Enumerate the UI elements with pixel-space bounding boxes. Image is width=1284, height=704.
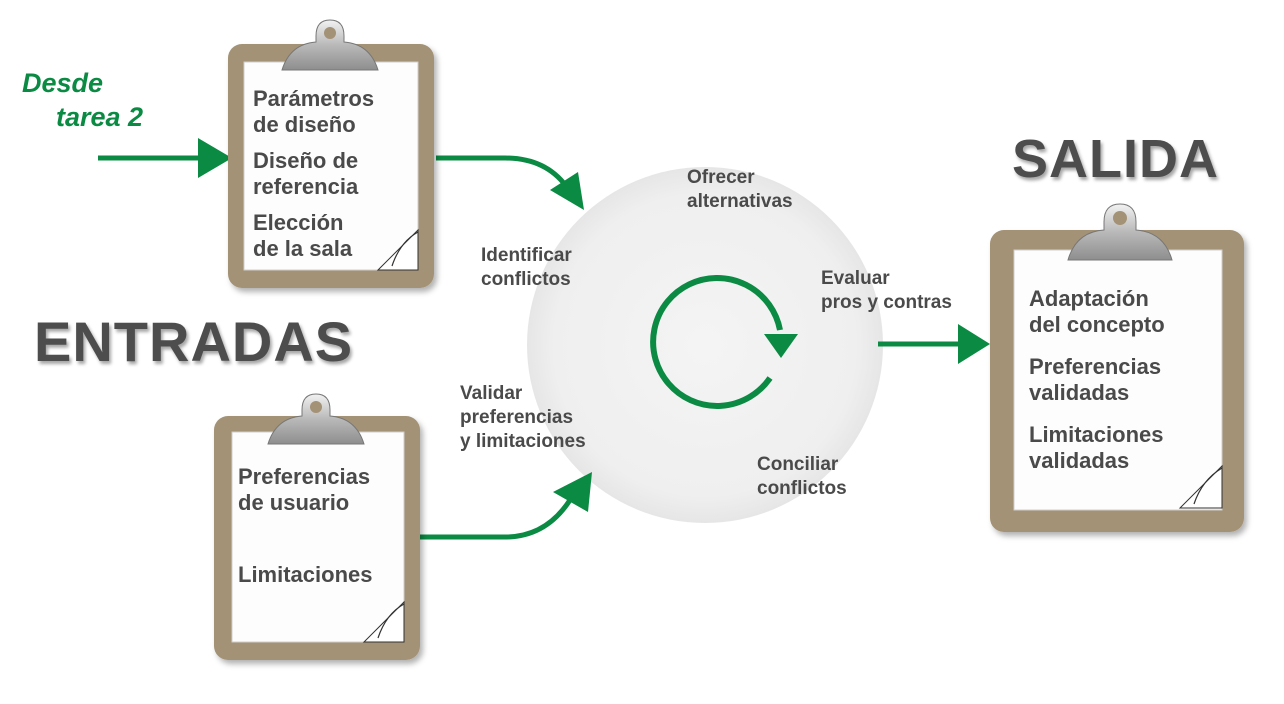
list-item: Preferencias validadas	[1029, 354, 1165, 406]
item-line: validadas	[1029, 380, 1130, 405]
top-input-arrow-icon	[436, 155, 584, 210]
from-task-arrow-icon	[98, 138, 232, 178]
step-validate-preferences: Validar preferencias y limitaciones	[460, 382, 586, 454]
output-arrow-icon	[878, 324, 990, 364]
item-line: Adaptación	[1029, 286, 1149, 311]
output-title: SALIDA	[1012, 129, 1219, 189]
item-line: Preferencias	[1029, 354, 1162, 379]
clip-icon	[1067, 203, 1173, 261]
item-line: Limitaciones	[238, 562, 373, 587]
step-line: Identificar	[481, 245, 572, 266]
process-circle	[527, 167, 883, 523]
step-line: Conciliar	[757, 454, 839, 475]
clip-icon	[281, 19, 379, 71]
from-task-label: Desde tarea 2	[22, 66, 143, 134]
item-line: de usuario	[238, 490, 350, 515]
clipboard-bottom	[214, 416, 420, 660]
step-line: preferencias	[460, 407, 574, 428]
clip-icon	[267, 393, 365, 445]
step-line: y limitaciones	[460, 431, 586, 452]
item-line: referencia	[253, 174, 359, 199]
step-line: pros y contras	[821, 292, 952, 313]
item-line: validadas	[1029, 448, 1130, 473]
clipboard-bottom-text: Preferencias de usuario Limitaciones	[238, 464, 372, 588]
clipboard-top-text: Parámetros de diseño Diseño de referenci…	[253, 86, 374, 262]
item-line: Parámetros	[253, 86, 375, 111]
step-evaluate-pros-cons: Evaluar pros y contras	[821, 267, 952, 315]
item-line: Preferencias	[238, 464, 371, 489]
clipboard-output	[990, 230, 1244, 532]
list-item: Parámetros de diseño	[253, 86, 374, 138]
bottom-input-arrow-icon	[420, 472, 592, 540]
from-task-line2: tarea 2	[56, 102, 144, 132]
clipboard-top	[228, 44, 434, 288]
item-line: Limitaciones	[1029, 422, 1164, 447]
list-item: Limitaciones	[238, 562, 372, 588]
item-line: de diseño	[253, 112, 356, 137]
list-item: Limitaciones validadas	[1029, 422, 1165, 474]
step-offer-alternatives: Ofrecer alternativas	[687, 166, 793, 214]
step-line: Validar	[460, 383, 523, 404]
list-item: Diseño de referencia	[253, 148, 374, 200]
step-identify-conflicts: Identificar conflictos	[481, 244, 572, 292]
step-line: Ofrecer	[687, 167, 755, 188]
step-line: conflictos	[757, 478, 847, 499]
step-reconcile-conflicts: Conciliar conflictos	[757, 453, 847, 501]
item-line: Diseño de	[253, 148, 359, 173]
list-item: Adaptación del concepto	[1029, 286, 1165, 338]
step-line: conflictos	[481, 269, 571, 290]
item-line: de la sala	[253, 236, 353, 261]
inputs-title: ENTRADAS	[34, 310, 354, 373]
cycle-arrow-icon	[650, 274, 798, 409]
item-line: Elección	[253, 210, 344, 235]
list-item: Elección de la sala	[253, 210, 374, 262]
clipboard-output-text: Adaptación del concepto Preferencias val…	[1029, 286, 1165, 474]
from-task-line1: Desde	[22, 68, 104, 98]
item-line: del concepto	[1029, 312, 1165, 337]
step-line: alternativas	[687, 191, 793, 212]
step-line: Evaluar	[821, 268, 890, 289]
list-item: Preferencias de usuario	[238, 464, 372, 516]
